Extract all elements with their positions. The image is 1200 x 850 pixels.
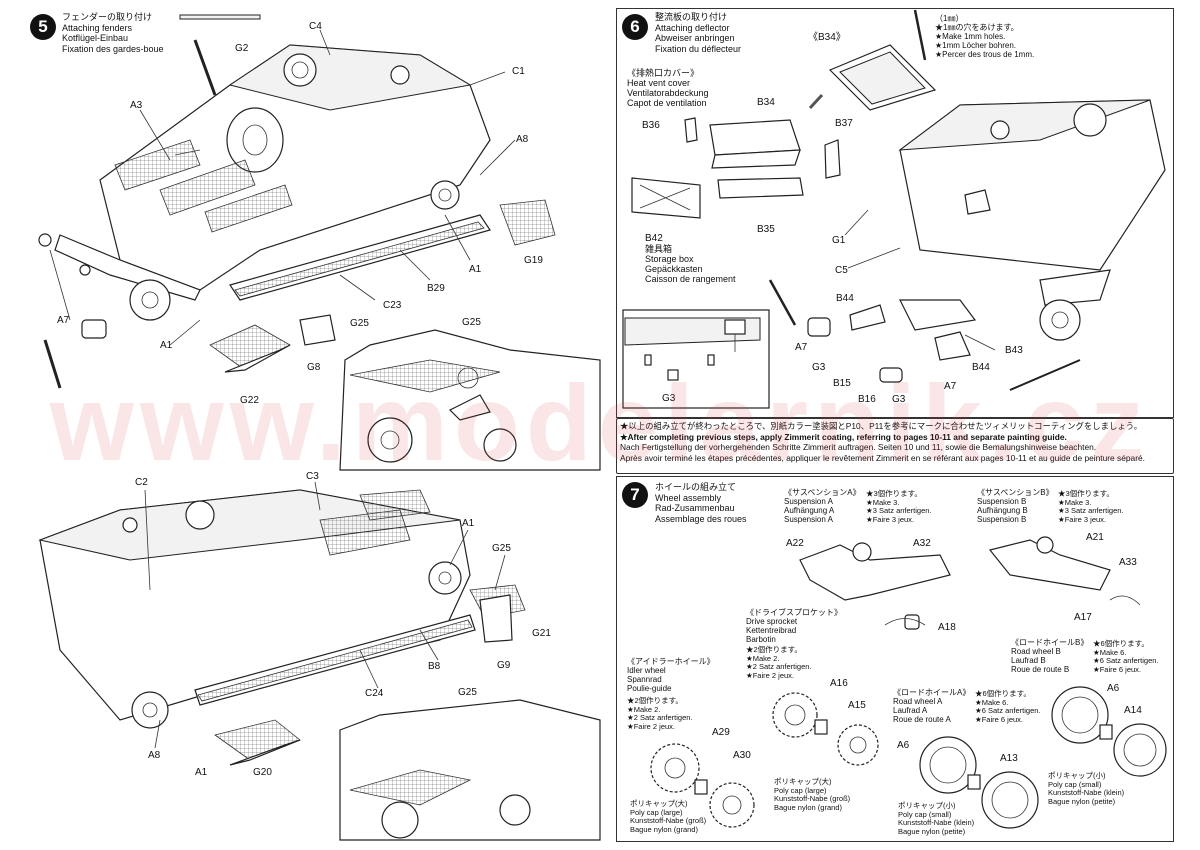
label-A22: A22 bbox=[786, 538, 804, 549]
label-A6-b: A6 bbox=[1107, 683, 1120, 694]
vent-cover-caption: 《排熱口カバー》 Heat vent cover Ventilatorabdec… bbox=[627, 68, 709, 108]
suspension-a-qty: ★3個作ります。 ★Make 3. ★3 Satz anfertigen. ★F… bbox=[866, 489, 932, 524]
suspension-a-caption: 《サスペンションA》 Suspension A Aufhängung A Sus… bbox=[784, 488, 861, 524]
step5-title: フェンダーの取り付け Attaching fenders Kotflügel-E… bbox=[62, 12, 164, 54]
label-B35: B35 bbox=[757, 224, 775, 235]
label-G3-c: G3 bbox=[662, 393, 676, 404]
label-A7: A7 bbox=[57, 315, 70, 326]
label-G19: G19 bbox=[524, 255, 543, 266]
label-A17: A17 bbox=[1074, 612, 1092, 623]
step-number-7: 7 bbox=[622, 482, 648, 508]
label-B16: B16 bbox=[858, 394, 876, 405]
hole-note: （1㎜） ★1㎜の穴をあけます。 ★Make 1mm holes. ★1mm L… bbox=[935, 14, 1035, 59]
step7-panel bbox=[616, 476, 1174, 842]
label-A1-b: A1 bbox=[160, 340, 173, 351]
label-A33: A33 bbox=[1119, 557, 1137, 568]
label-B36: B36 bbox=[642, 120, 660, 131]
label-B15: B15 bbox=[833, 378, 851, 389]
road-wheel-b-caption: 《ロードホイールB》 Road wheel B Laufrad B Roue d… bbox=[1011, 638, 1089, 674]
step6-title: 整流板の取り付け Attaching deflector Abweiser an… bbox=[655, 12, 741, 54]
label-A21: A21 bbox=[1086, 532, 1104, 543]
label-A7-6: A7 bbox=[795, 342, 808, 353]
idler-caption: 《アイドラーホイール》 Idler wheel Spannrad Poulie-… bbox=[627, 657, 715, 693]
label-G20: G20 bbox=[253, 767, 272, 778]
step6-title-de: Abweiser anbringen bbox=[655, 33, 735, 43]
label-B44-b: B44 bbox=[972, 362, 990, 373]
label-A16: A16 bbox=[830, 678, 848, 689]
label-C24: C24 bbox=[365, 688, 384, 699]
label-B43: B43 bbox=[1005, 345, 1023, 356]
step5-upper-hull-drawing bbox=[38, 14, 601, 471]
polycap-large-caption-idler: ポリキャップ(大) Poly cap (large) Kunststoff-Na… bbox=[630, 799, 707, 834]
label-G25: G25 bbox=[350, 318, 369, 329]
label-A29: A29 bbox=[712, 727, 730, 738]
label-A8-b: A8 bbox=[148, 750, 161, 761]
label-B29: B29 bbox=[427, 283, 445, 294]
road-wheel-b-qty: ★6個作ります。 ★Make 6. ★6 Satz anfertigen. ★F… bbox=[1093, 639, 1159, 674]
label-A14: A14 bbox=[1124, 705, 1142, 716]
label-B34: B34 bbox=[757, 97, 775, 108]
label-G25-b: G25 bbox=[492, 543, 511, 554]
suspension-b-caption: 《サスペンションB》 Suspension B Aufhängung B Sus… bbox=[977, 488, 1054, 524]
label-A13: A13 bbox=[1000, 753, 1018, 764]
label-C2: C2 bbox=[135, 477, 148, 488]
label-G21: G21 bbox=[532, 628, 551, 639]
label-C1: C1 bbox=[512, 66, 525, 77]
polycap-large-caption-sprocket: ポリキャップ(大) Poly cap (large) Kunststoff-Na… bbox=[774, 777, 851, 812]
label-A6-a: A6 bbox=[897, 740, 910, 751]
label-B44: B44 bbox=[836, 293, 854, 304]
sprocket-qty: ★2個作ります。 ★Make 2. ★2 Satz anfertigen. ★F… bbox=[746, 645, 812, 680]
label-G3-a: G3 bbox=[812, 362, 826, 373]
zimmerit-note-box bbox=[616, 418, 1174, 474]
step-number-6: 6 bbox=[622, 14, 648, 40]
step6-title-jp: 整流板の取り付け bbox=[655, 12, 728, 22]
label-C4: C4 bbox=[309, 21, 322, 32]
label-B8: B8 bbox=[428, 661, 441, 672]
label-A3: A3 bbox=[130, 100, 143, 111]
step5-title-de: Kotflügel-Einbau bbox=[62, 33, 129, 43]
label-A32: A32 bbox=[913, 538, 931, 549]
step5-title-jp: フェンダーの取り付け bbox=[62, 12, 153, 22]
step5-title-en: Attaching fenders bbox=[62, 22, 133, 33]
road-wheel-a-qty: ★6個作ります。 ★Make 6. ★6 Satz anfertigen. ★F… bbox=[975, 689, 1041, 724]
storage-box-caption: B42 雑具箱 Storage box Gepäckkasten Caisson… bbox=[645, 233, 736, 285]
label-A1: A1 bbox=[469, 264, 482, 275]
label-G9: G9 bbox=[497, 660, 511, 671]
step6-title-fr: Fixation du déflecteur bbox=[655, 43, 742, 54]
label-A8: A8 bbox=[516, 134, 529, 145]
idler-qty: ★2個作ります。 ★Make 2. ★2 Satz anfertigen. ★F… bbox=[627, 696, 693, 731]
label-G3-b: G3 bbox=[892, 394, 906, 405]
label-G2: G2 bbox=[235, 43, 249, 54]
label-A1-c: A1 bbox=[462, 518, 475, 529]
label-A7-6b: A7 bbox=[944, 381, 957, 392]
polycap-small-caption-roadb: ポリキャップ(小) Poly cap (small) Kunststoff-Na… bbox=[1048, 771, 1125, 806]
step5-title-fr: Fixation des gardes-boue bbox=[62, 43, 164, 54]
label-C23: C23 bbox=[383, 300, 402, 311]
step6-drawing bbox=[622, 9, 1166, 409]
step6-title-en: Attaching deflector bbox=[655, 22, 730, 33]
label-G8: G8 bbox=[307, 362, 321, 373]
label-C5: C5 bbox=[835, 265, 848, 276]
label-G1: G1 bbox=[832, 235, 846, 246]
label-B34-boxed: 《B34》 bbox=[808, 32, 846, 43]
label-A15: A15 bbox=[848, 700, 866, 711]
road-wheel-a-caption: 《ロードホイールA》 Road wheel A Laufrad A Roue d… bbox=[893, 688, 971, 724]
label-C3: C3 bbox=[306, 471, 319, 482]
label-A30: A30 bbox=[733, 750, 751, 761]
step7-title: ホイールの組み立て Wheel assembly Rad-Zusammenbau… bbox=[655, 482, 747, 524]
step-number-5: 5 bbox=[30, 14, 56, 40]
label-G25-c: G25 bbox=[458, 687, 477, 698]
zimmerit-note: ★以上の組み立てが終わったところで、別紙カラー塗装図とP10、P11を参考にマー… bbox=[620, 421, 1145, 463]
polycap-small-caption-roada: ポリキャップ(小) Poly cap (small) Kunststoff-Na… bbox=[898, 801, 975, 836]
label-A18: A18 bbox=[938, 622, 956, 633]
label-G22: G22 bbox=[240, 395, 259, 406]
label-A1-d: A1 bbox=[195, 767, 208, 778]
step5-lower-hull-drawing bbox=[38, 481, 601, 841]
label-G25-detail: G25 bbox=[462, 317, 481, 328]
sprocket-caption: 《ドライブスプロケット》 Drive sprocket Kettentreibr… bbox=[746, 608, 842, 644]
label-B37: B37 bbox=[835, 118, 853, 129]
suspension-b-qty: ★3個作ります。 ★Make 3. ★3 Satz anfertigen. ★F… bbox=[1058, 489, 1124, 524]
